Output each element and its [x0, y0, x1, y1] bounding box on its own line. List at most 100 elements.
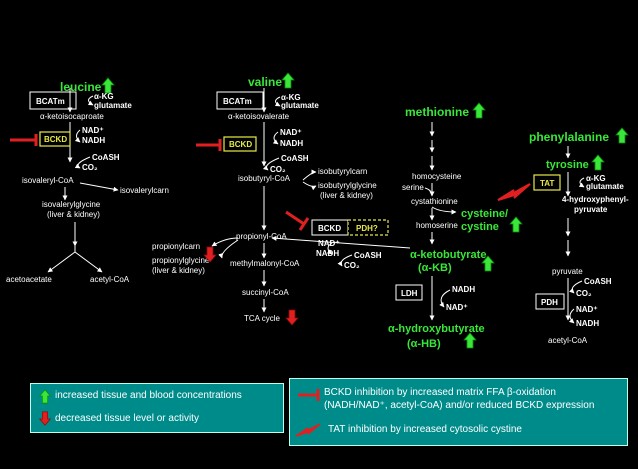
bcatm-label: BCATm: [36, 97, 65, 106]
homoserine-label: homoserine: [416, 221, 458, 230]
bckd-inhibition-icon: [196, 139, 222, 151]
tat-inhibition-icon: [295, 423, 321, 437]
legend-decreased-text: decreased tissue level or activity: [55, 413, 199, 424]
glutamate-label: glutamate: [586, 182, 624, 191]
phenylalanine-label: phenylalanine: [529, 130, 609, 144]
homocysteine-label: homocysteine: [412, 172, 462, 181]
pdh-box: [347, 219, 389, 236]
nadh-label: NADH: [280, 139, 303, 148]
tat-label: TAT: [540, 179, 554, 188]
methylmalonyl-coa-label: methylmalonyl-CoA: [230, 259, 300, 268]
legend-bckd-line-2: (NADH/NAD⁺, acetyl-CoA) and/or reduced B…: [324, 400, 595, 411]
increase-arrow-icon: [509, 216, 523, 233]
alpha-kb-label: (α-KB): [418, 262, 452, 274]
succinyl-coa-label: succinyl-CoA: [242, 288, 289, 297]
alpha-hb-label: (α-HB): [407, 338, 441, 350]
liver-kidney-note: (liver & kidney): [47, 210, 100, 219]
inhibition-icon: [298, 389, 320, 401]
legend-left: increased tissue and blood concentration…: [30, 383, 284, 433]
increase-arrow-icon: [463, 332, 477, 349]
increase-arrow-icon: [615, 127, 629, 144]
serine-label: serine: [402, 183, 424, 192]
isovalerylcarn-label: isovalerylcarn: [120, 186, 169, 195]
bckd-inhibition-icon: [10, 134, 38, 146]
pyruvate-suffix-label: pyruvate: [574, 205, 608, 214]
nadh-label: NADH: [576, 319, 599, 328]
legend-tat-text: TAT inhibition by increased cytosolic cy…: [328, 424, 522, 435]
nad-label: NAD⁺: [576, 305, 598, 314]
ldh-nad-label: NAD⁺: [446, 303, 468, 312]
pyruvate-label: pyruvate: [552, 267, 583, 276]
alpha-ketobutyrate-label: α-ketobutyrate: [410, 249, 486, 261]
legend-increased-text: increased tissue and blood concentration…: [55, 390, 242, 401]
isobutyryl-coa-label: isobutyryl-CoA: [238, 174, 291, 183]
propionylcarn-label: propionylcarn: [152, 242, 200, 251]
methionine-label: methionine: [405, 105, 469, 119]
alpha-hydroxybutyrate-label: α-hydroxybutyrate: [388, 323, 485, 335]
bckd-label: BCKD: [318, 224, 341, 233]
bckd-label: BCKD: [44, 135, 67, 144]
pdh-box: [535, 293, 565, 310]
liver-kidney-note: (liver & kidney): [320, 191, 373, 200]
bckd-box: [223, 136, 257, 152]
increase-arrow-icon: [38, 389, 52, 404]
co2-label: CO₂: [270, 165, 286, 174]
bcatm-label: BCATm: [223, 97, 252, 106]
glutamate-label: glutamate: [281, 101, 319, 110]
cystine-label: cystine: [461, 221, 499, 233]
alpha-kg-label: α-KG: [94, 92, 114, 101]
glutamate-label: glutamate: [94, 101, 132, 110]
ldh-box: [395, 284, 423, 301]
legend-right: BCKD inhibition by increased matrix FFA …: [289, 378, 628, 446]
acetoacetate-label: acetoacetate: [6, 275, 52, 284]
co2-label: CO₂: [344, 261, 360, 270]
legend-bckd-line-1: BCKD inhibition by increased matrix FFA …: [324, 387, 556, 398]
co2-label: CO₂: [82, 163, 98, 172]
hydroxyphenylpyruvate-label: 4-hydroxyphenyl-: [562, 195, 629, 204]
liver-kidney-note: (liver & kidney): [152, 266, 205, 275]
alpha-kg-label: α-KG: [281, 93, 301, 102]
nadh-label: NADH: [82, 136, 105, 145]
propionyl-coa-label: propionyl-CoA: [236, 232, 287, 241]
pdh-label: PDH?: [356, 224, 378, 233]
acetyl-coa-label: acetyl-CoA: [90, 275, 130, 284]
methionine-pathway: methionine homocysteine serine cystathio…: [271, 102, 523, 350]
increase-arrow-icon: [101, 77, 115, 94]
tat-inhibition-icon: [497, 183, 531, 201]
isovalerylglycine-label: isovalerylglycine: [42, 200, 101, 209]
coash-label: CoASH: [584, 277, 612, 286]
coash-label: CoASH: [92, 153, 120, 162]
nad-label: NAD⁺: [318, 239, 340, 248]
leucine-pathway: leucine BCATm α-KG glutamate α-ketoisoca…: [6, 77, 169, 284]
nad-label: NAD⁺: [280, 128, 302, 137]
co2-label: CO₂: [576, 289, 592, 298]
ldh-nadh-label: NADH: [452, 285, 475, 294]
valine-pathway: valine BCATm α-KG glutamate α-ketoisoval…: [152, 72, 377, 326]
decrease-arrow-icon: [285, 309, 299, 326]
isovaleryl-coa-label: isovaleryl-CoA: [22, 176, 74, 185]
alpha-ketoisocaproate-label: α-ketoisocaproate: [40, 112, 104, 121]
cystathionine-label: cystathionine: [411, 197, 458, 206]
bckd-label: BCKD: [229, 140, 252, 149]
tat-box: [533, 174, 561, 191]
valine-label: valine: [248, 75, 282, 89]
alpha-ketoisovalerate-label: α-ketoisovalerate: [228, 112, 290, 121]
tyrosine-label: tyrosine: [546, 159, 589, 171]
increase-arrow-icon: [591, 154, 605, 171]
bcatm-box: [216, 91, 264, 110]
decrease-arrow-icon: [38, 411, 52, 426]
bckd-inhibition-icon: [285, 210, 310, 231]
acetyl-coa-label: acetyl-CoA: [548, 336, 588, 345]
alpha-kg-label: α-KG: [586, 174, 606, 183]
tca-cycle-label: TCA cycle: [244, 314, 281, 323]
increase-arrow-icon: [472, 102, 486, 119]
propionylglycine-label: propionylglycine: [152, 256, 210, 265]
isobutyrylglycine-label: isobutyrylglycine: [318, 181, 377, 190]
pdh-label: PDH: [541, 298, 558, 307]
bcatm-box: [29, 91, 77, 110]
ldh-label: LDH: [401, 289, 418, 298]
isobutyrylcarn-label: isobutyrylcarn: [318, 167, 367, 176]
bckd-box: [39, 131, 71, 147]
nad-label: NAD⁺: [82, 126, 104, 135]
